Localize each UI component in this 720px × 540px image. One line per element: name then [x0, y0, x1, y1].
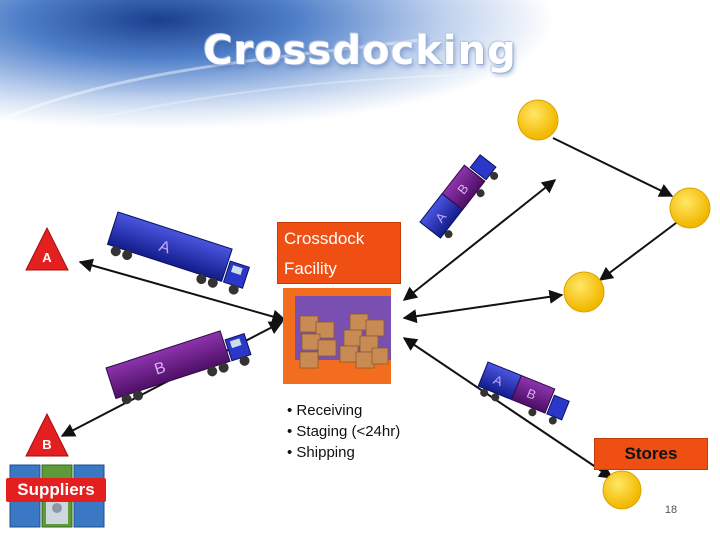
arrow-supplier-a-to-facility — [78, 258, 287, 324]
crossdock-facility-box: Crossdock Facility — [277, 222, 401, 284]
arrow-facility-to-store-2 — [402, 179, 557, 301]
arrow-facility-to-store-3 — [402, 289, 564, 324]
arrow-store-1-to-store-2 — [552, 137, 674, 197]
store-icon — [563, 271, 605, 313]
truck-icon: A B — [419, 154, 499, 239]
supplier-icon — [25, 226, 69, 271]
facility-line-1: Crossdock — [284, 229, 365, 248]
stores — [517, 99, 711, 510]
facility-line-2: Facility — [284, 259, 337, 278]
store-icon — [669, 187, 711, 229]
process-steps: • Receiving • Staging (<24hr) • Shipping — [287, 400, 400, 463]
truck-label: B — [153, 359, 168, 378]
boxes-icon — [283, 288, 391, 384]
store-icon — [602, 470, 642, 510]
truck-icon: B — [105, 330, 252, 405]
page-number: 18 — [664, 504, 678, 516]
store-icon — [517, 99, 559, 141]
step-item: • Staging (<24hr) — [287, 423, 401, 440]
supplier-b-label: B — [42, 437, 52, 452]
arrow-store-2-to-store-3 — [598, 219, 681, 281]
supplier-icon — [25, 412, 69, 457]
suppliers-label: Suppliers — [6, 478, 106, 502]
step-item: • Shipping — [287, 444, 355, 461]
truck-icon: A — [106, 211, 250, 295]
supplier-a-label: A — [42, 250, 52, 265]
suppliers — [25, 226, 69, 457]
slide-title: Crossdocking — [203, 28, 517, 74]
step-item: • Receiving — [287, 402, 363, 419]
stores-label: Stores — [594, 438, 708, 470]
arrow-facility-to-store-4 — [402, 337, 614, 479]
truck-icon: A B — [477, 361, 570, 425]
